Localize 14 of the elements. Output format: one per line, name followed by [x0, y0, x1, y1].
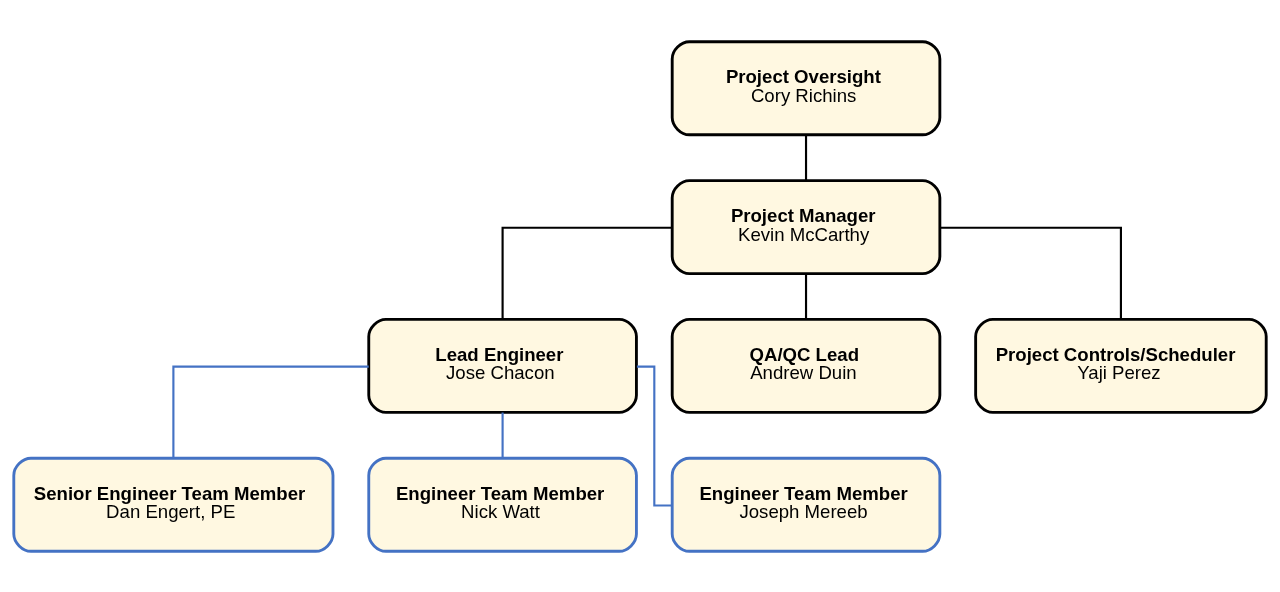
node-box: Engineer Team Member Nick Watt: [367, 456, 638, 553]
node-box: Project Oversight Cory Richins: [670, 39, 942, 136]
connector: [501, 412, 504, 458]
connector: [172, 365, 369, 458]
node-box: Lead Engineer Jose Chacon: [367, 317, 638, 414]
connector: [804, 273, 808, 319]
node-box: Project Manager Kevin McCarthy: [670, 178, 942, 275]
connector: [501, 226, 673, 319]
node-box: Project Controls/Scheduler Yaji Perez: [974, 317, 1268, 414]
node-box: Engineer Team Member Joseph Mereeb: [670, 456, 942, 553]
connector: [804, 134, 808, 180]
connector: [940, 226, 1122, 319]
node-box: QA/QC Lead Andrew Duin: [670, 317, 942, 414]
node-box: Senior Engineer Team Member Dan Engert, PE: [12, 456, 335, 553]
